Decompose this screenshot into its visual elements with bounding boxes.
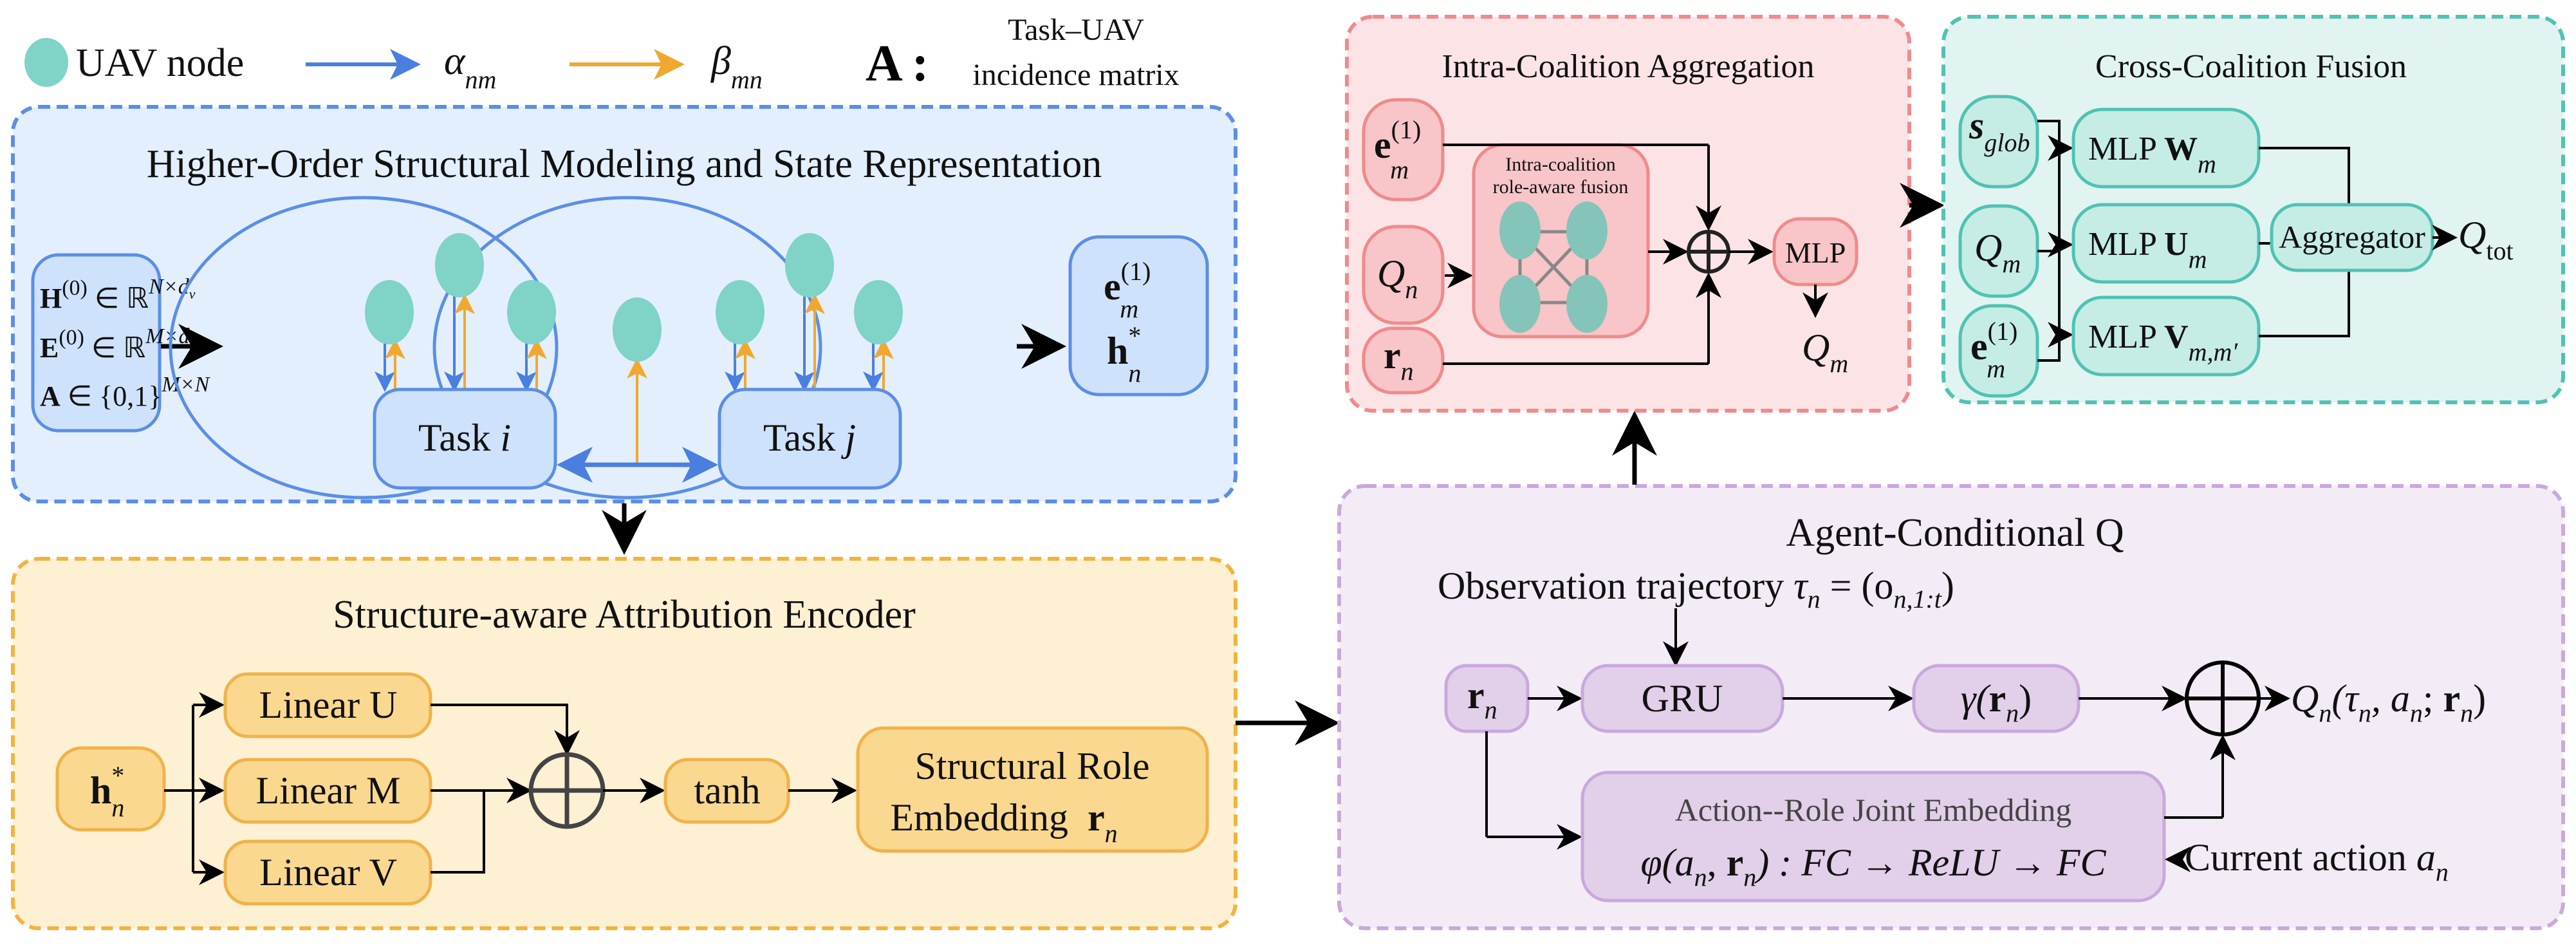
- q-tot-output: Qtot: [2458, 214, 2514, 265]
- fusion-graph: [1499, 201, 1608, 333]
- legend-A: A:: [866, 35, 929, 92]
- output-h: h*n: [1107, 321, 1141, 388]
- legend-beta: βmn: [710, 39, 763, 94]
- input-H: H(0) ∈ ℝN×dv: [40, 275, 196, 314]
- task-j-label: Task j: [763, 416, 856, 459]
- aggregator-label: Aggregator: [2279, 219, 2425, 255]
- cross-title: Cross-Coalition Fusion: [2095, 48, 2407, 85]
- action-role-box: [1580, 771, 2166, 903]
- mlp-w-label: MLP Wm: [2088, 131, 2216, 178]
- fusion-line2: role-aware fusion: [1493, 176, 1629, 198]
- agent-panel: Agent-Conditional Q Observation trajecto…: [1337, 484, 2565, 930]
- cross-input-e-box: [1958, 304, 2039, 398]
- intra-input-e: e(1)m: [1374, 115, 1421, 184]
- uav-nodes: [365, 233, 903, 362]
- linear-m-label: Linear M: [256, 769, 401, 812]
- hyperedge-i: [169, 196, 559, 500]
- fusion-line1: Intra-coalition: [1505, 154, 1616, 175]
- sum-icon: [1687, 230, 1730, 274]
- agent-title: Agent-Conditional Q: [1786, 511, 2124, 555]
- hyper-input-box: [31, 253, 162, 433]
- mlp-u-label: MLP Um: [2088, 226, 2207, 274]
- action-role-formula: φ(an, rn) : FC → ReLU → FC: [1640, 841, 2106, 892]
- legend-alpha: αnm: [444, 39, 496, 94]
- intra-output-q: Qm: [1802, 326, 1848, 378]
- intra-input-r-box: [1362, 326, 1445, 395]
- output-e: e(1)m: [1104, 257, 1151, 323]
- uav-node-icon: [24, 38, 68, 87]
- input-E: E(0) ∈ ℝM×de: [40, 324, 196, 364]
- legend-uav-node: UAV node: [76, 41, 244, 85]
- action-role-title: Action--Role Joint Embedding: [1675, 792, 2072, 828]
- cross-input-q: Qm: [1974, 227, 2021, 278]
- linear-v-label: Linear V: [259, 851, 397, 894]
- intra-input-q-box: [1362, 225, 1445, 325]
- legend-incidence-line2: incidence matrix: [972, 58, 1179, 92]
- incidence-arrows: [375, 294, 894, 465]
- cross-input-s: sglob: [1969, 104, 2030, 157]
- hypergraph-panel: Higher-Order Structural Modeling and Sta…: [11, 105, 1237, 503]
- cross-input-e: e(1)m: [1970, 317, 2017, 383]
- task-i-label: Task i: [418, 416, 511, 459]
- intra-input-r: rn: [1384, 334, 1414, 386]
- structural-role-line1: Structural Role: [915, 745, 1150, 787]
- intra-mlp-label: MLP: [1785, 236, 1846, 269]
- sum-icon: [528, 752, 606, 829]
- sum-icon: [2185, 660, 2261, 736]
- intra-coalition-panel: Intra-Coalition Aggregation e(1)m Qn rn …: [1345, 15, 1911, 413]
- encoder-input-h: h*n: [90, 761, 124, 822]
- observation-label: Observation trajectory τn = (on,1:t): [1438, 565, 1954, 613]
- hyperedge-j: [432, 196, 822, 500]
- intra-input-q: Qn: [1377, 252, 1418, 304]
- agent-q-output: Qn(τn, an; rn): [2291, 677, 2486, 727]
- current-action-label: Current action an: [2185, 836, 2449, 886]
- input-A: A ∈ {0,1}M×N: [40, 373, 211, 412]
- encoder-title: Structure-aware Attribution Encoder: [333, 593, 916, 637]
- task-j-box: [718, 388, 902, 490]
- rn-label: rn: [1467, 674, 1497, 724]
- hyper-output-box: [1068, 235, 1209, 397]
- legend: UAV node αnm βmn A: Task–UAV incidence m…: [24, 13, 1180, 94]
- intra-input-e-box: [1362, 98, 1445, 201]
- encoder-panel: Structure-aware Attribution Encoder h*n …: [11, 557, 1237, 930]
- hypergraph-title: Higher-Order Structural Modeling and Sta…: [147, 142, 1102, 186]
- gamma-label: γ(rn): [1961, 677, 2032, 727]
- mlp-v-label: MLP Vm,m′: [2088, 319, 2238, 366]
- encoder-input-box: [55, 746, 166, 832]
- tanh-label: tanh: [694, 769, 760, 812]
- cross-input-s-box: [1958, 95, 2039, 189]
- gru-label: GRU: [1642, 677, 1723, 720]
- intra-title: Intra-Coalition Aggregation: [1441, 48, 1814, 85]
- task-i-box: [373, 388, 557, 490]
- structural-role-box: [856, 726, 1209, 853]
- cross-coalition-panel: Cross-Coalition Fusion sglob Qm e(1)m ML…: [1941, 15, 2565, 404]
- linear-u-label: Linear U: [259, 684, 398, 726]
- legend-incidence-line1: Task–UAV: [1008, 13, 1144, 47]
